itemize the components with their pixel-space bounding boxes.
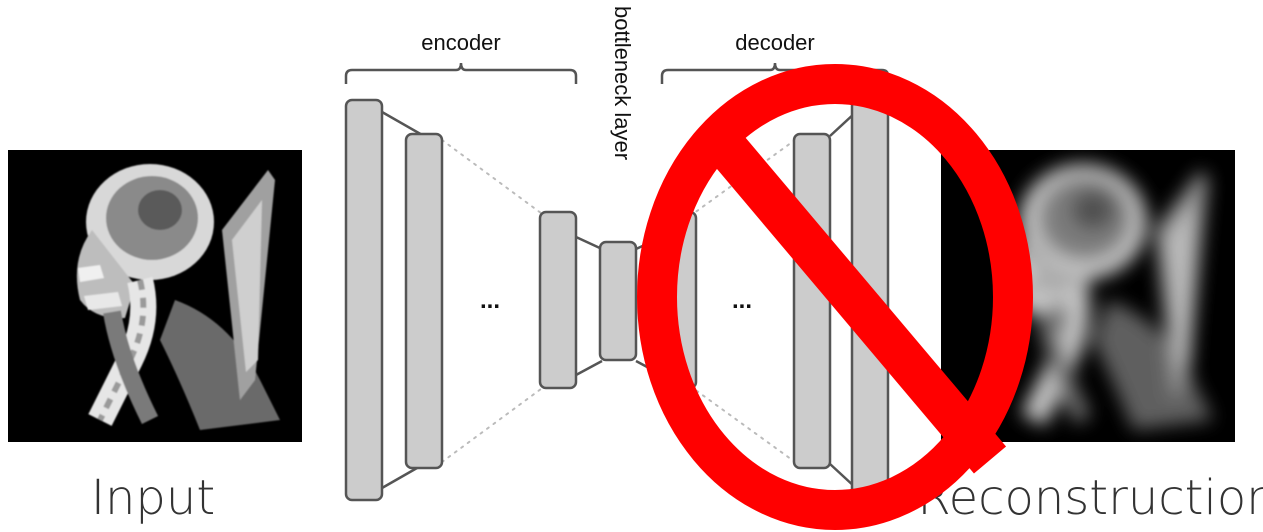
bottleneck-label: bottleneck layer — [610, 6, 635, 160]
reconstruction-label: Reconstruction — [917, 470, 1263, 526]
encoder-layer-2 — [404, 132, 444, 470]
encoder-ellipsis: ... — [480, 287, 500, 314]
encoder-label: encoder — [421, 30, 501, 55]
decoder-ellipsis: ... — [732, 287, 752, 314]
decoder-label: decoder — [735, 30, 815, 55]
encoder-layer-3 — [538, 210, 578, 390]
bottleneck-layer — [598, 240, 638, 362]
input-label: Input — [91, 470, 215, 526]
decoder-brace — [660, 62, 890, 84]
encoder-brace — [344, 62, 578, 84]
input-image — [8, 150, 302, 442]
prohibition-icon — [637, 64, 1033, 530]
encoder-layer-1 — [344, 98, 384, 502]
decoder-layer-2 — [792, 132, 832, 470]
